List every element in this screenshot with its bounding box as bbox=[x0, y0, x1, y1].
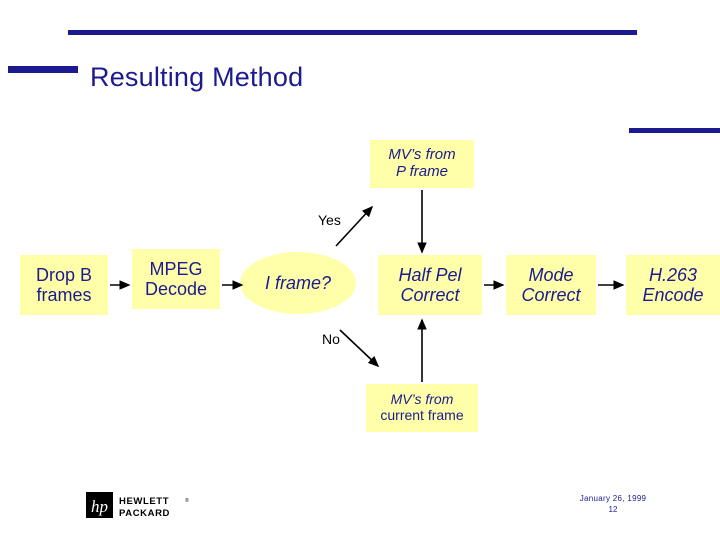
left-accent-bar bbox=[8, 66, 78, 73]
node-mv-p-frame-line2: P frame bbox=[396, 163, 448, 180]
svg-text:®: ® bbox=[185, 497, 189, 504]
node-i-frame-decision-label: I frame? bbox=[264, 272, 332, 293]
node-mpeg-decode: MPEG Decode bbox=[132, 249, 220, 309]
top-rule bbox=[68, 30, 637, 35]
node-half-pel-correct-line1: Half Pel bbox=[398, 264, 462, 285]
node-mode-correct-line2: Correct bbox=[521, 285, 581, 305]
edge-label-no: No bbox=[322, 331, 340, 347]
svg-text:hp: hp bbox=[91, 497, 108, 516]
node-mode-correct: Mode Correct bbox=[506, 255, 596, 315]
node-mv-current-frame-line1: MV’s from bbox=[390, 391, 454, 408]
hewlett-packard-logo: hp HEWLETT PACKARD ® bbox=[86, 492, 189, 519]
node-mode-correct-line1: Mode bbox=[528, 264, 574, 285]
node-mpeg-decode-line1: MPEG bbox=[149, 258, 203, 279]
right-accent-bar bbox=[629, 128, 720, 133]
node-drop-b-frames-line1: Drop B bbox=[35, 264, 93, 285]
page-title: Resulting Method bbox=[90, 62, 304, 92]
svg-text:PACKARD: PACKARD bbox=[119, 508, 170, 519]
node-mv-current-frame: MV’s from current frame bbox=[366, 384, 478, 432]
footer-page-number: 12 bbox=[608, 505, 618, 514]
node-h263-encode: H.263 Encode bbox=[626, 255, 720, 315]
node-h263-encode-line2: Encode bbox=[642, 285, 704, 305]
edge-label-yes: Yes bbox=[318, 212, 341, 228]
node-mv-p-frame-line1: MV’s from bbox=[388, 146, 456, 164]
node-i-frame-decision: I frame? bbox=[240, 252, 356, 314]
node-drop-b-frames: Drop B frames bbox=[20, 255, 108, 315]
footer-date: January 26, 1999 bbox=[579, 494, 647, 503]
svg-text:HEWLETT: HEWLETT bbox=[119, 496, 169, 507]
node-half-pel-correct-line2: Correct bbox=[400, 285, 460, 305]
node-mv-p-frame: MV’s from P frame bbox=[370, 140, 474, 188]
node-h263-encode-line1: H.263 bbox=[648, 264, 698, 285]
node-mpeg-decode-line2: Decode bbox=[144, 279, 208, 299]
node-drop-b-frames-line2: frames bbox=[36, 285, 92, 305]
node-mv-current-frame-line2: current frame bbox=[380, 407, 464, 423]
node-half-pel-correct: Half Pel Correct bbox=[378, 255, 482, 315]
